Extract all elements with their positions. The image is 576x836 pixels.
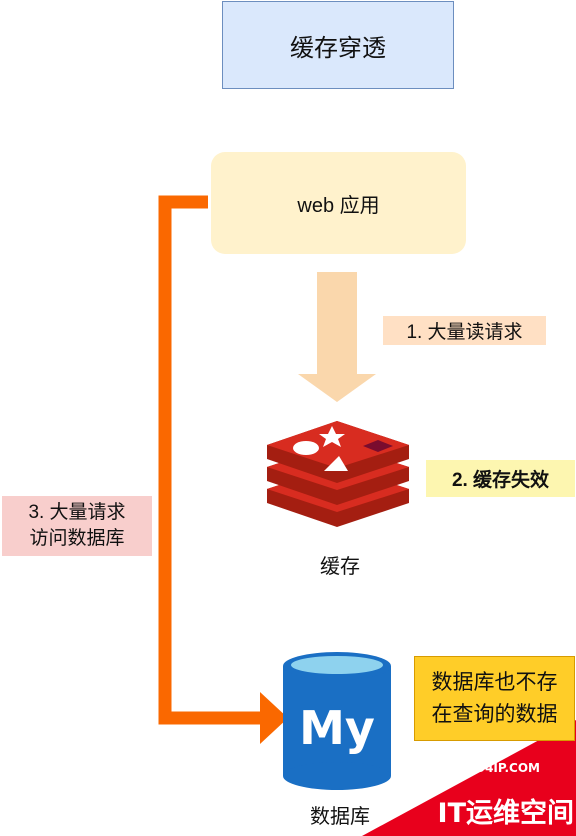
db-access-arrowhead	[260, 692, 288, 744]
watermark: WWW.94IP.COM IT运维空间	[362, 720, 576, 836]
missing-data-line-2: 在查询的数据	[431, 702, 558, 726]
database-caption: 数据库	[310, 806, 370, 828]
web-app-label: web 应用	[297, 194, 380, 217]
missing-data-line-1: 数据库也不存	[431, 670, 558, 694]
mysql-icon-text: My	[299, 701, 375, 755]
watermark-name: IT运维空间	[438, 797, 574, 829]
title-box: 缓存穿透	[222, 1, 454, 89]
read-requests-arrow	[298, 272, 376, 402]
read-requests-text: 1. 大量读请求	[406, 322, 523, 343]
web-app-node: web 应用	[211, 152, 466, 254]
diagram-title: 缓存穿透	[290, 34, 386, 62]
cache-caption: 缓存	[320, 556, 360, 578]
mysql-database-icon: My	[283, 652, 391, 790]
missing-data-note: 数据库也不存 在查询的数据	[414, 656, 575, 741]
db-access-line-1: 3. 大量请求	[28, 502, 126, 523]
redis-icon	[267, 421, 409, 527]
read-requests-label: 1. 大量读请求	[383, 316, 546, 345]
db-access-arrow	[158, 195, 268, 725]
cache-failure-label: 2. 缓存失效	[426, 460, 575, 497]
watermark-url: WWW.94IP.COM	[433, 761, 540, 775]
db-access-label: 3. 大量请求 访问数据库	[2, 496, 152, 556]
db-access-line-2: 访问数据库	[29, 528, 125, 549]
cache-failure-text: 2. 缓存失效	[451, 470, 550, 491]
